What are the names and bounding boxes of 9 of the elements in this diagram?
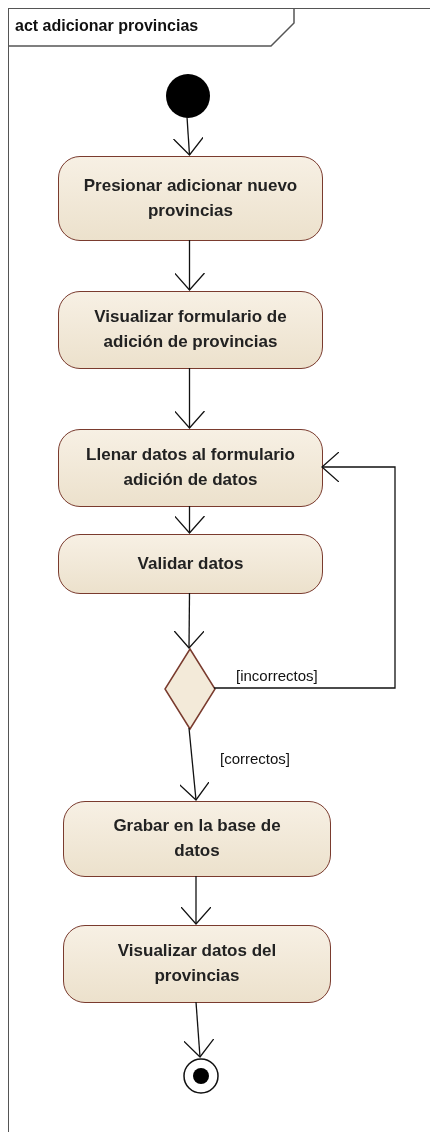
action-box: Llenar datos al formulario adición de datos (58, 429, 323, 507)
action-box: Visualizar datos del provincias (63, 925, 331, 1003)
action-box: Grabar en la base de datos (63, 801, 331, 877)
action-box: Validar datos (58, 534, 323, 594)
activity-frame (8, 8, 430, 1132)
guard-label: [incorrectos] (234, 667, 320, 684)
action-box: Presionar adicionar nuevo provincias (58, 156, 323, 241)
frame-title: act adicionar provincias (15, 17, 199, 35)
action-box: Visualizar formulario de adición de provincias (58, 291, 323, 369)
